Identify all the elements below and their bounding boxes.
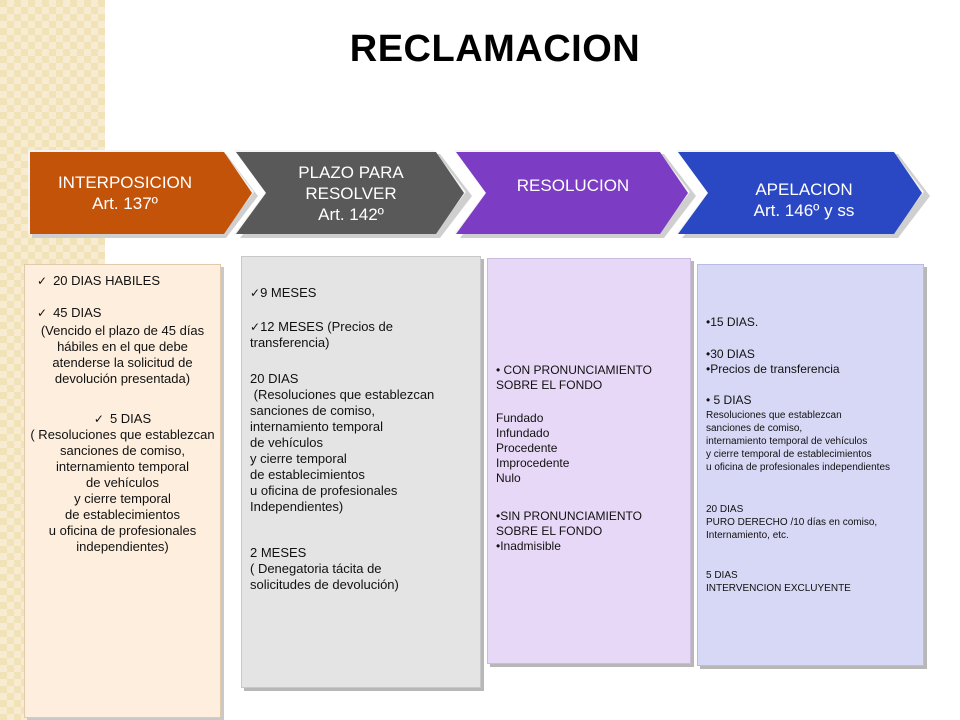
step-apelacion-label: APELACION Art. 146º y ss bbox=[753, 180, 855, 220]
con-pronunciamiento: • CON PRONUNCIAMIENTO SOBRE EL FONDO bbox=[496, 363, 652, 392]
plazo-details: ✓9 MESES ✓12 MESES (Precios de transfere… bbox=[241, 256, 481, 688]
apelacion-details: •15 DIAS. •30 DIAS •Precios de transfere… bbox=[697, 264, 924, 666]
item-20-dias: 20 DIAS (Resoluciones que establezcan sa… bbox=[250, 371, 435, 514]
item-5-dias: 5 DIAS ( Resoluciones que establezcan sa… bbox=[25, 411, 220, 555]
step-resolucion: RESOLUCION bbox=[446, 144, 700, 244]
item-12-meses: ✓12 MESES (Precios de transferencia) bbox=[250, 319, 394, 350]
item-9-meses: ✓9 MESES bbox=[250, 285, 317, 300]
interposicion-details: 20 DIAS HABILES 45 DIAS (Vencido el plaz… bbox=[24, 264, 221, 718]
item-5-dias: • 5 DIAS bbox=[706, 393, 752, 407]
item-45-dias-detail: (Vencido el plazo de 45 días hábiles en … bbox=[40, 323, 205, 386]
page-title: RECLAMACION bbox=[349, 28, 641, 70]
step-plazo-label: PLAZO PARA RESOLVER Art. 142º bbox=[298, 162, 404, 224]
chevron-shape bbox=[234, 150, 472, 238]
step-interposicion-label: INTERPOSICION Art. 137º bbox=[57, 173, 193, 213]
item-5-dias-intervencion: 5 DIAS INTERVENCION EXCLUYENTE bbox=[706, 570, 851, 594]
item-5-dias-detail: Resoluciones que establezcan sanciones d… bbox=[706, 410, 891, 473]
resolucion-details: • CON PRONUNCIAMIENTO SOBRE EL FONDO Fun… bbox=[487, 258, 691, 664]
step-plazo-para-resolver: PLAZO PARA RESOLVER Art. 142º bbox=[226, 144, 476, 244]
resolution-outcomes: Fundado Infundado Procedente Improcedent… bbox=[496, 411, 570, 485]
item-15-dias: •15 DIAS. bbox=[706, 315, 759, 329]
item-30-dias: •30 DIAS •Precios de transferencia bbox=[706, 347, 840, 376]
item-20-dias-habiles: 20 DIAS HABILES bbox=[37, 273, 160, 289]
chevron-shape bbox=[454, 150, 696, 238]
step-apelacion: APELACION Art. 146º y ss bbox=[668, 144, 934, 244]
item-45-dias: 45 DIAS bbox=[37, 305, 101, 321]
chevron-shape bbox=[676, 150, 930, 238]
item-20-dias-puro-derecho: 20 DIAS PURO DERECHO /10 días en comiso,… bbox=[706, 504, 878, 541]
sin-pronunciamiento: •SIN PRONUNCIAMIENTO SOBRE EL FONDO •Ina… bbox=[496, 509, 642, 553]
chevron-shape bbox=[28, 150, 258, 238]
step-resolucion-label: RESOLUCION bbox=[516, 175, 630, 195]
item-2-meses: 2 MESES ( Denegatoria tácita de solicitu… bbox=[250, 545, 399, 592]
step-interposicion: INTERPOSICION Art. 137º bbox=[26, 144, 262, 244]
